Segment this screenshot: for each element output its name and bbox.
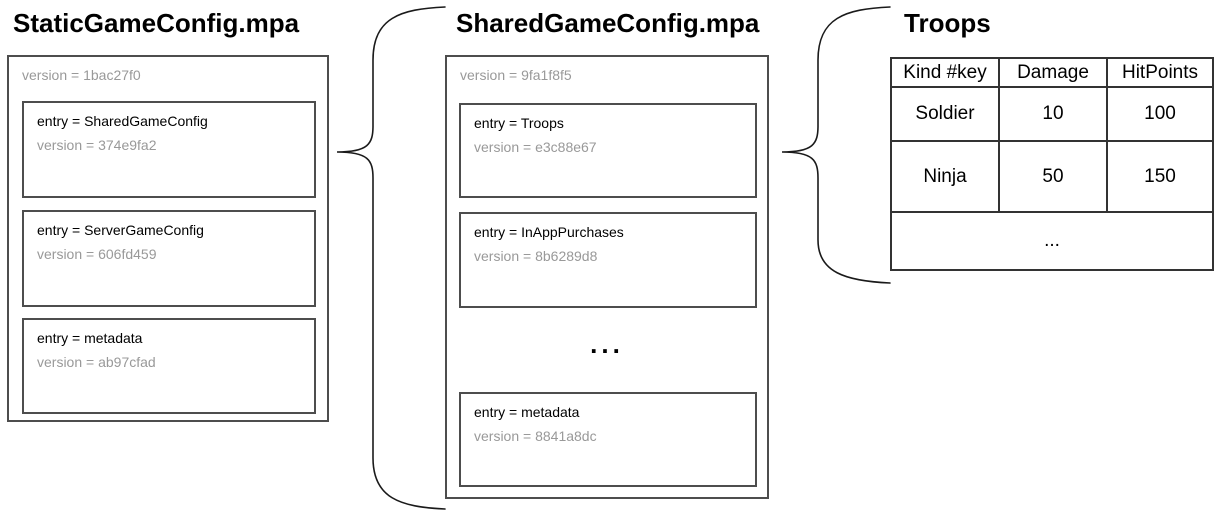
column-header-hitpoints: HitPoints (1106, 57, 1214, 88)
cell-kind: Ninja (890, 140, 1000, 213)
cell-damage: 10 (998, 86, 1108, 142)
entry-name-text: entry = InAppPurchases (474, 224, 624, 240)
entry-name-text: entry = Troops (474, 115, 564, 131)
table-row: Ninja 50 150 (890, 140, 1214, 213)
entry-name-text: entry = metadata (37, 330, 143, 346)
entry-version-text: version = 8841a8dc (474, 428, 597, 444)
shared-config-ellipsis: ... (590, 329, 624, 359)
shared-config-box: version = 9fa1f8f5 entry = Troops versio… (445, 55, 769, 499)
entry-box-metadata-static: entry = metadata version = ab97cfad (22, 318, 316, 414)
cell-ellipsis: ... (890, 211, 1214, 271)
cell-kind: Soldier (890, 86, 1000, 142)
static-config-version: version = 1bac27f0 (22, 67, 141, 83)
entry-version-text: version = ab97cfad (37, 354, 156, 370)
shared-config-title: SharedGameConfig.mpa (456, 8, 760, 38)
cell-hitpoints: 150 (1106, 140, 1214, 213)
cell-hitpoints: 100 (1106, 86, 1214, 142)
cell-damage: 50 (998, 140, 1108, 213)
entry-version-text: version = e3c88e67 (474, 139, 597, 155)
table-row: Soldier 10 100 (890, 86, 1214, 142)
curly-brace-static-to-shared (336, 6, 446, 510)
column-header-kind: Kind #key (890, 57, 1000, 88)
column-header-damage: Damage (998, 57, 1108, 88)
entry-name-text: entry = metadata (474, 404, 580, 420)
troops-title: Troops (904, 8, 991, 38)
entry-version-text: version = 606fd459 (37, 246, 157, 262)
entry-version-text: version = 374e9fa2 (37, 137, 157, 153)
entry-version-text: version = 8b6289d8 (474, 248, 598, 264)
entry-box-troops: entry = Troops version = e3c88e67 (459, 103, 757, 198)
static-config-title: StaticGameConfig.mpa (13, 8, 300, 38)
entry-box-shared-game-config: entry = SharedGameConfig version = 374e9… (22, 101, 316, 198)
troops-table: Kind #key Damage HitPoints Soldier 10 10… (890, 57, 1214, 271)
static-config-box: version = 1bac27f0 entry = SharedGameCon… (7, 55, 329, 422)
entry-box-metadata-shared: entry = metadata version = 8841a8dc (459, 392, 757, 487)
curly-brace-shared-to-troops (781, 6, 891, 284)
entry-box-in-app-purchases: entry = InAppPurchases version = 8b6289d… (459, 212, 757, 308)
entry-name-text: entry = SharedGameConfig (37, 113, 208, 129)
table-ellipsis-row: ... (890, 211, 1214, 271)
entry-box-server-game-config: entry = ServerGameConfig version = 606fd… (22, 210, 316, 307)
entry-name-text: entry = ServerGameConfig (37, 222, 204, 238)
shared-config-version: version = 9fa1f8f5 (460, 67, 572, 83)
table-header-row: Kind #key Damage HitPoints (890, 57, 1214, 88)
